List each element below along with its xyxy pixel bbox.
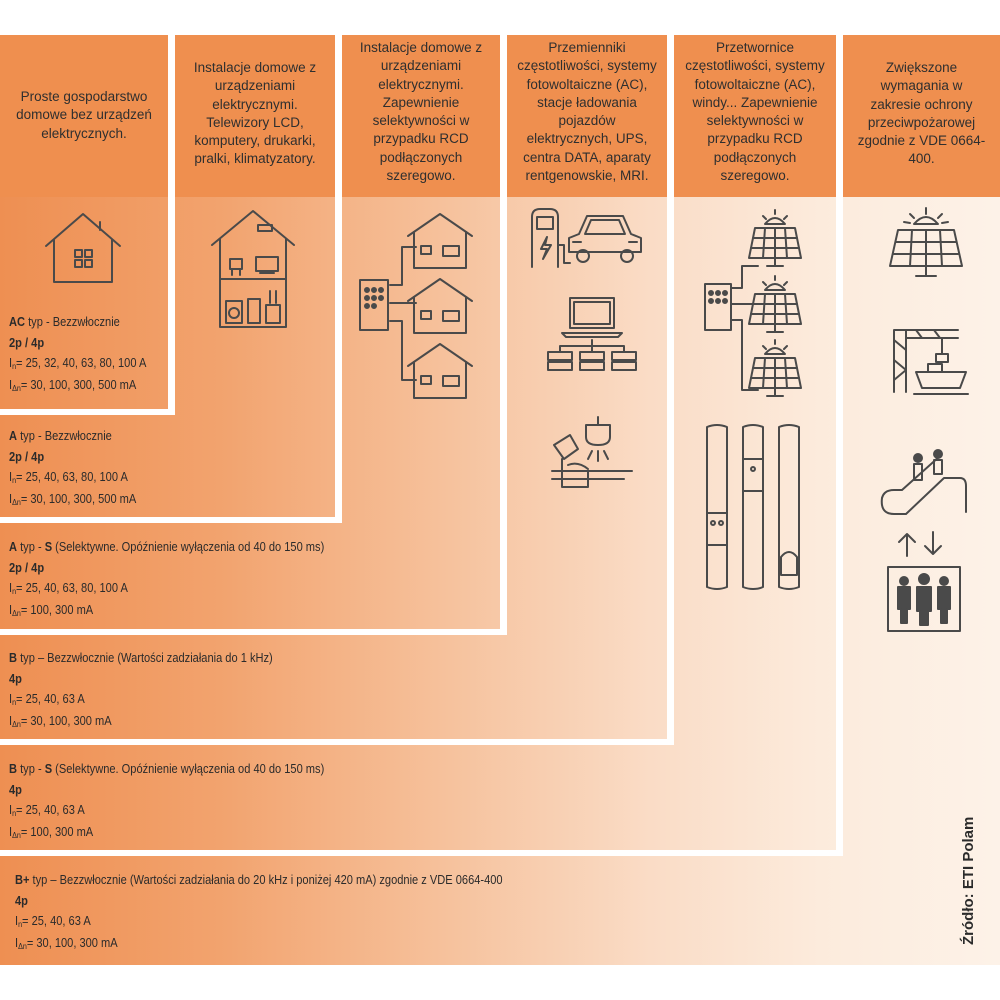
laptop-icon [561, 297, 623, 338]
column-header-1-text: Proste gospodarstwo domowe bez urządzeń … [16, 89, 152, 141]
column-header-2-text: Instalacje domowe z urządzeniami elektry… [193, 60, 317, 167]
divider-h3 [0, 629, 507, 635]
rcd-type-b-plus: B+ typ – Bezzwłocznie (Wartości zadziała… [15, 872, 503, 951]
column-header-4-text: Przemienniki częstotliwości, systemy fot… [517, 40, 657, 184]
divider-v2 [335, 35, 342, 522]
column-header-1: Proste gospodarstwo domowe bez urządzeń … [0, 35, 168, 197]
crane-ship-icon [893, 329, 969, 395]
divider-h4 [0, 739, 674, 745]
appliance-house-icon [407, 343, 473, 399]
column-header-2: Instalacje domowe z urządzeniami elektry… [175, 35, 335, 197]
car-icon [568, 215, 642, 263]
column-header-5: Przetwornice częstotliwości, systemy fot… [674, 35, 836, 197]
column-header-4: Przemienniki częstotliwości, systemy fot… [507, 35, 667, 197]
solar-panel-icon [889, 207, 963, 277]
rcd-type-ac: AC typ - Bezzwłocznie 2p / 4p In= 25, 32… [9, 314, 147, 393]
column-header-3: Instalacje domowe z urządzeniami elektry… [342, 35, 500, 197]
elevator-shaft-icon [706, 424, 800, 590]
divider-h1 [0, 409, 175, 415]
source-label: Źródło: ETI Polam [960, 816, 977, 945]
wiring-icon [389, 246, 417, 381]
medical-scanner-icon [551, 416, 633, 488]
column-header-5-text: Przetwornice częstotliwości, systemy fot… [685, 40, 825, 184]
appliance-house-icon [407, 213, 473, 269]
rcd-type-b: B typ – Bezzwłocznie (Wartości zadziałan… [9, 650, 273, 729]
rcd-type-a-s: A typ - S (Selektywne. Opóźnienie wyłącz… [9, 539, 325, 618]
column-header-6: Zwiększone wymagania w zakresie ochrony … [843, 35, 1000, 197]
appliance-house-icon [407, 278, 473, 334]
divider-v5 [836, 35, 843, 855]
divider-v3 [500, 35, 507, 635]
escalator-icon [880, 449, 967, 515]
divider-v1 [168, 35, 175, 412]
distribution-board-icon [359, 279, 389, 331]
divider-h5 [0, 850, 843, 856]
up-down-arrows-icon [898, 531, 942, 557]
column-header-6-text: Zwiększone wymagania w zakresie ochrony … [857, 60, 986, 167]
solar-panel-icon [748, 209, 802, 267]
divider-h2 [0, 517, 342, 523]
divider-v4 [667, 35, 674, 745]
elevator-icon [887, 566, 961, 632]
appliance-house-icon [211, 210, 295, 328]
server-rack-icon [547, 339, 637, 371]
column-header-3-text: Instalacje domowe z urządzeniami elektry… [359, 40, 483, 184]
solar-panel-icon [748, 275, 802, 333]
rcd-type-b-s: B typ - S (Selektywne. Opóźnienie wyłącz… [9, 761, 325, 840]
house-icon [45, 213, 121, 283]
rcd-type-a: A typ - Bezzwłocznie 2p / 4p In= 25, 40,… [9, 428, 137, 507]
distribution-board-icon [704, 283, 732, 331]
ev-charger-icon [531, 208, 571, 268]
solar-panel-icon [748, 339, 802, 397]
